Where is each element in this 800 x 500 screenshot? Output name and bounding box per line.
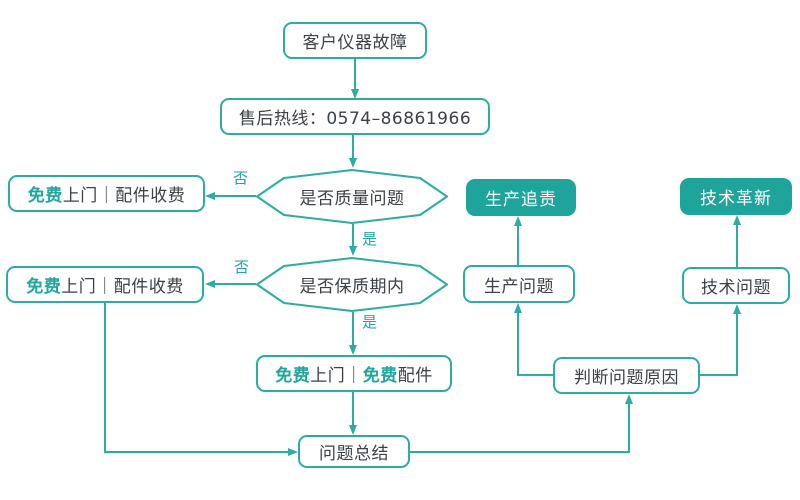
node-label: 技术问题 [701, 278, 771, 298]
node-label: 上门｜配件收费 [62, 186, 186, 206]
edge-label-quality-yes: 是 [362, 230, 378, 248]
node-determine-cause: 判断问题原因 [553, 357, 700, 394]
decision-shape [256, 169, 448, 224]
node-label: 生产追责 [485, 190, 557, 210]
node-label: 是否质量问题 [299, 189, 405, 209]
node-label-accent: 免费 [275, 366, 311, 386]
node-label: 问题总结 [319, 444, 389, 464]
node-tech-problem: 技术问题 [682, 267, 790, 304]
node-label: 生产问题 [484, 276, 554, 297]
connector-paidparts-to-summary [104, 302, 298, 456]
edge-label-warranty-yes: 是 [362, 313, 378, 331]
node-hotline: 售后热线：0574–86861966 [220, 98, 490, 135]
connector-cause-to-production [514, 303, 553, 376]
node-label-accent: 免费 [26, 277, 62, 297]
node-label: 是否保质期内 [299, 277, 405, 297]
node-customer-fault: 客户仪器故障 [283, 22, 427, 59]
node-label-accent: 免费 [27, 186, 63, 206]
edge-label-warranty-no: 否 [234, 258, 250, 276]
node-decision-warranty: 是否保质期内 [256, 256, 448, 313]
node-label: 判断问题原因 [574, 368, 679, 388]
node-label: 售后热线：0574–86861966 [238, 109, 472, 129]
node-free-visit-paid-parts-1: 免费上门｜配件收费 [8, 175, 205, 212]
connector-cause-to-tech [700, 304, 741, 376]
connector-summary-to-cause [410, 394, 633, 453]
node-problem-summary: 问题总结 [298, 435, 410, 468]
node-decision-quality: 是否质量问题 [256, 168, 448, 225]
decision-shape [256, 257, 448, 312]
node-label: 技术革新 [700, 189, 772, 209]
node-label: 上门｜配件收费 [61, 277, 184, 297]
edge-label-quality-no: 否 [233, 169, 249, 187]
node-label: 上门｜ [310, 366, 363, 386]
node-label: 客户仪器故障 [302, 33, 408, 53]
node-label: 配件 [397, 366, 433, 386]
node-free-visit-paid-parts-2: 免费上门｜配件收费 [6, 266, 204, 303]
node-free-visit-free-parts: 免费上门｜免费配件 [256, 355, 452, 392]
node-tech-innovation: 技术革新 [680, 178, 792, 215]
node-label-accent: 免费 [362, 366, 398, 386]
node-production-accountability: 生产追责 [466, 179, 576, 216]
node-production-problem: 生产问题 [463, 265, 575, 303]
